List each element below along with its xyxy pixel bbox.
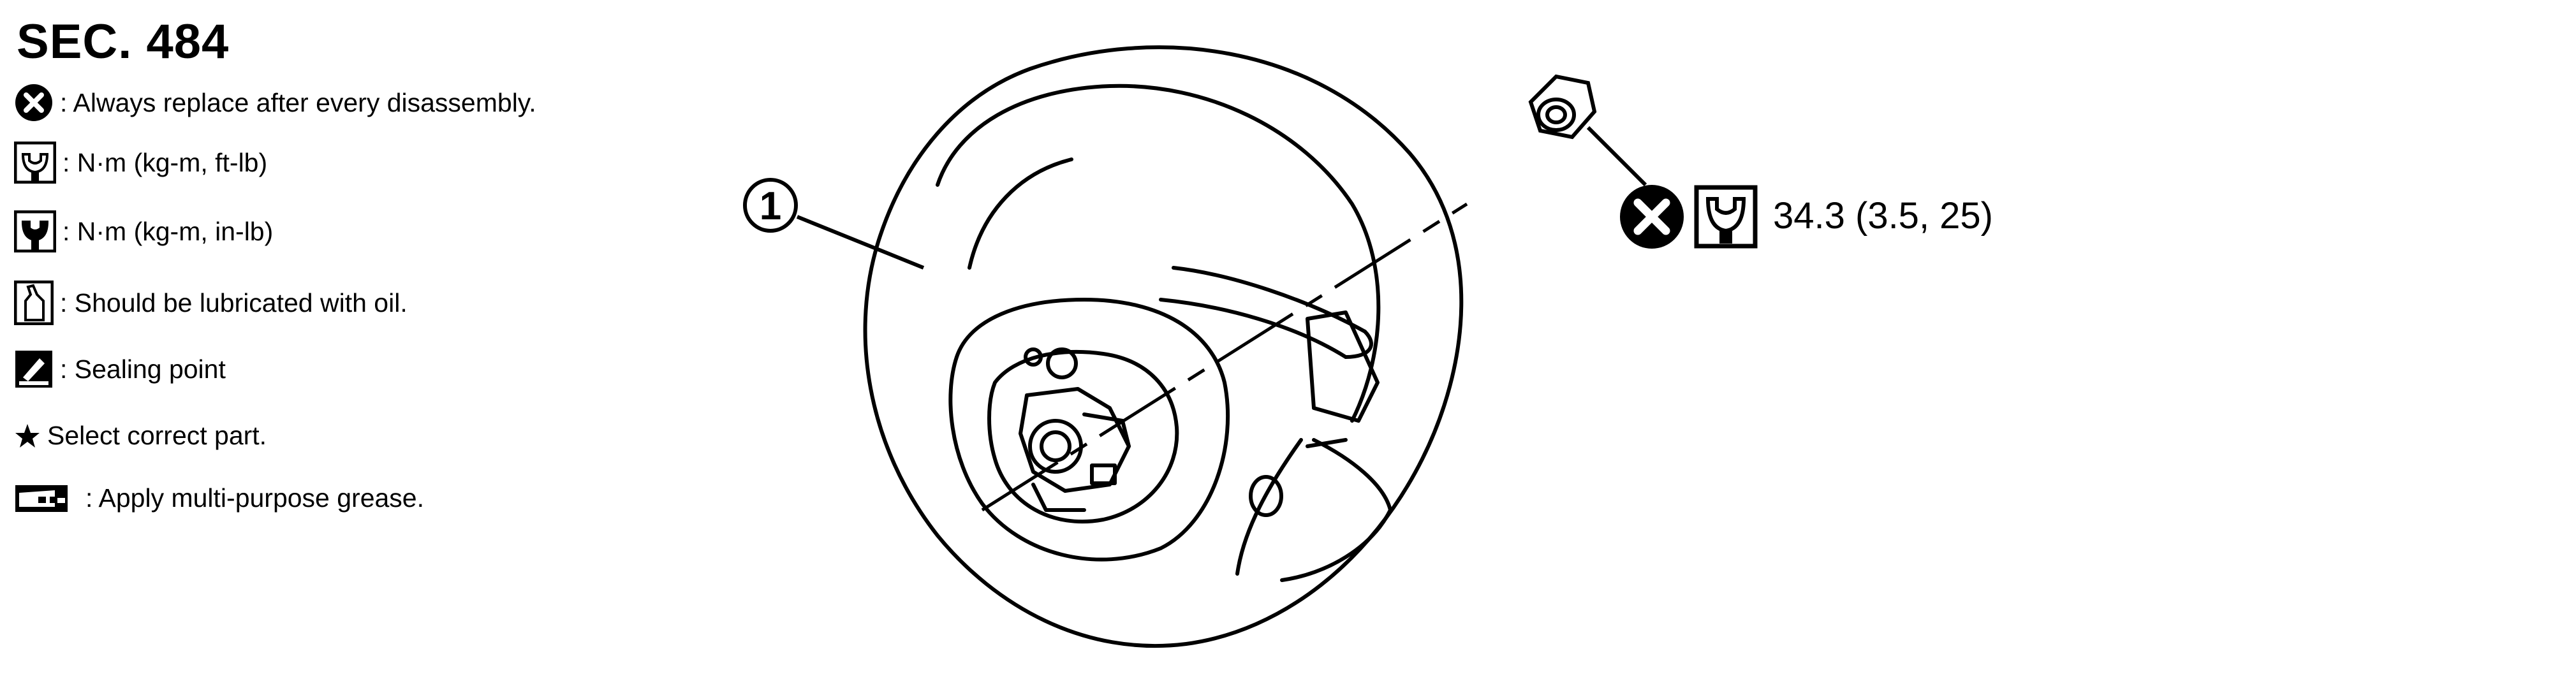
sealing-icon bbox=[15, 351, 52, 388]
torque-callout-value: 34.3 (3.5, 25) bbox=[1773, 195, 1993, 237]
callout-replace-x-icon bbox=[1620, 185, 1684, 249]
legend-text: : N·m (kg-m, ft-lb) bbox=[63, 147, 268, 177]
legend-text: : Should be lubricated with oil. bbox=[60, 288, 408, 317]
part-label-number: 1 bbox=[760, 184, 781, 228]
torque-wrench-small-icon bbox=[14, 210, 56, 252]
torque-wrench-icon bbox=[14, 142, 56, 184]
legend-item-torque-inlb: : N·m (kg-m, in-lb) bbox=[14, 210, 273, 252]
legend-item-oil: : Should be lubricated with oil. bbox=[14, 281, 408, 325]
part-label-circle bbox=[743, 178, 798, 233]
legend-item-torque-ftlb: : N·m (kg-m, ft-lb) bbox=[14, 142, 267, 184]
section-title: SEC. 484 bbox=[17, 15, 230, 69]
steering-wheel-rim-inner bbox=[936, 84, 1381, 423]
legend-item-replace: : Always replace after every disassembly… bbox=[14, 83, 536, 122]
star-icon bbox=[15, 423, 40, 448]
legend-item-sealing: : Sealing point bbox=[14, 349, 226, 389]
grease-icon bbox=[15, 485, 68, 512]
legend-text: Select correct part. bbox=[47, 421, 267, 450]
steering-wheel-rim-outer bbox=[863, 45, 1464, 648]
legend-text: : Apply multi-purpose grease. bbox=[85, 483, 424, 513]
legend-text: : Always replace after every disassembly… bbox=[60, 87, 536, 117]
replace-x-icon bbox=[15, 84, 52, 121]
nut bbox=[1528, 74, 1597, 140]
steering-wheel-hub bbox=[948, 298, 1230, 562]
legend-text: : Sealing point bbox=[60, 354, 226, 384]
legend-text: : N·m (kg-m, in-lb) bbox=[63, 216, 274, 246]
callout-torque-wrench-icon bbox=[1694, 185, 1758, 249]
oil-can-icon bbox=[14, 281, 54, 325]
legend-item-grease: : Apply multi-purpose grease. bbox=[14, 483, 424, 513]
legend-item-star: Select correct part. bbox=[14, 421, 267, 451]
center-axis-line bbox=[981, 202, 1468, 512]
